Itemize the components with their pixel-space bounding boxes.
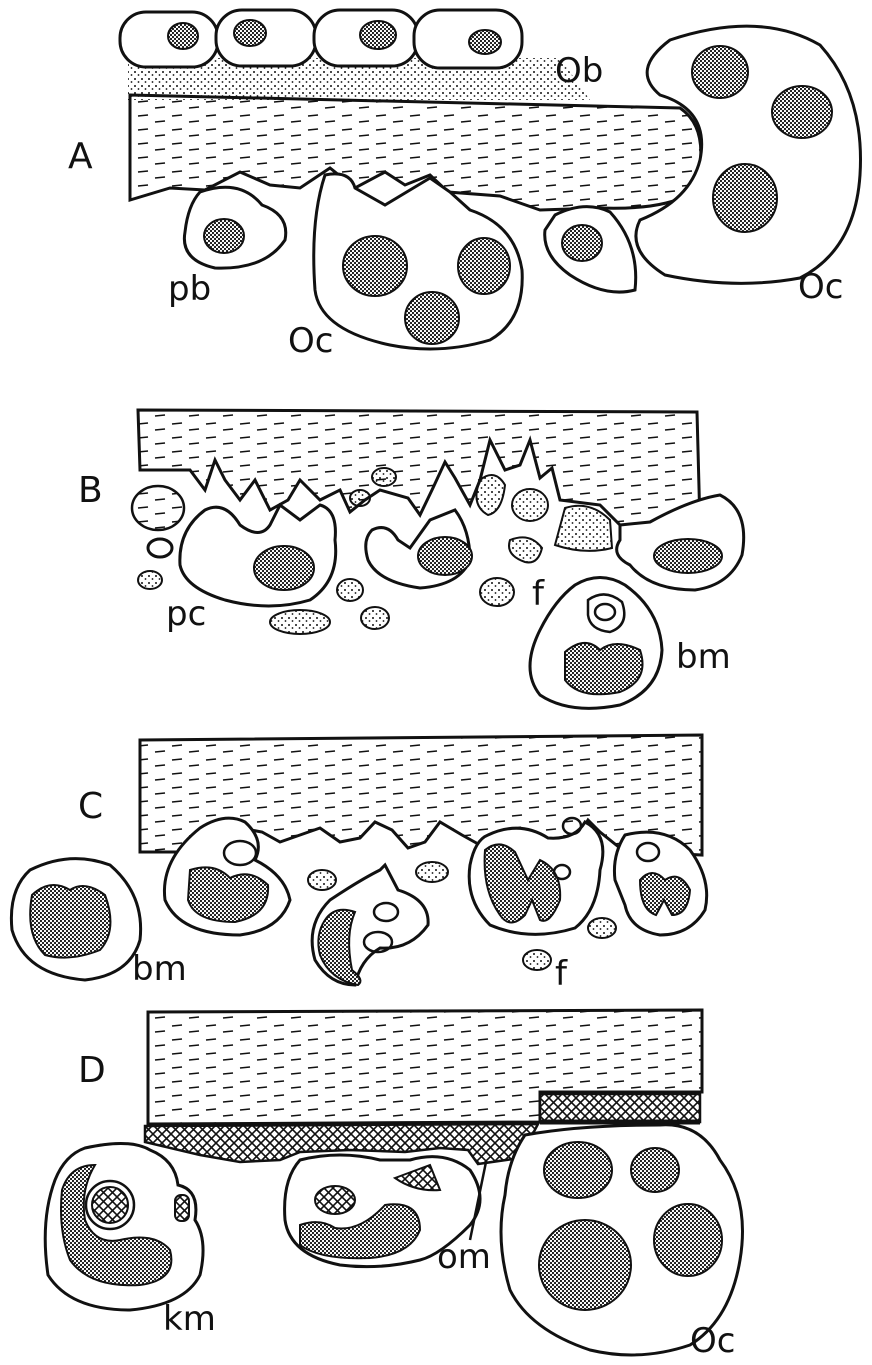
osteoblast-row bbox=[120, 10, 522, 68]
label-bm-c: bm bbox=[132, 949, 187, 989]
panel-d-letter: D bbox=[78, 1050, 106, 1091]
panel-a-letter: A bbox=[68, 136, 93, 177]
label-oc-left: Oc bbox=[288, 321, 333, 361]
panel-b-letter: B bbox=[78, 470, 103, 511]
panel-a: A Ob Oc pb Oc bbox=[68, 10, 861, 361]
panel-d: D km om Oc bbox=[45, 1010, 742, 1361]
label-oc-d: Oc bbox=[690, 1321, 735, 1361]
label-om: om bbox=[437, 1237, 491, 1277]
osteoclast-pc bbox=[180, 505, 336, 606]
label-bm-b: bm bbox=[676, 637, 731, 677]
label-oc-right: Oc bbox=[798, 267, 843, 307]
panel-b: B pc f bm bbox=[78, 410, 744, 708]
panel-c-letter: C bbox=[78, 786, 103, 827]
panel-c: C bm f bbox=[11, 735, 706, 994]
label-f-b: f bbox=[532, 574, 545, 614]
label-f-c: f bbox=[555, 954, 568, 994]
bone-fragment bbox=[132, 486, 184, 530]
label-km: km bbox=[163, 1299, 216, 1339]
osteoid-seam-right bbox=[540, 1094, 700, 1122]
label-pc: pc bbox=[166, 594, 206, 634]
label-ob: Ob bbox=[555, 51, 603, 91]
label-pb: pb bbox=[168, 269, 211, 309]
